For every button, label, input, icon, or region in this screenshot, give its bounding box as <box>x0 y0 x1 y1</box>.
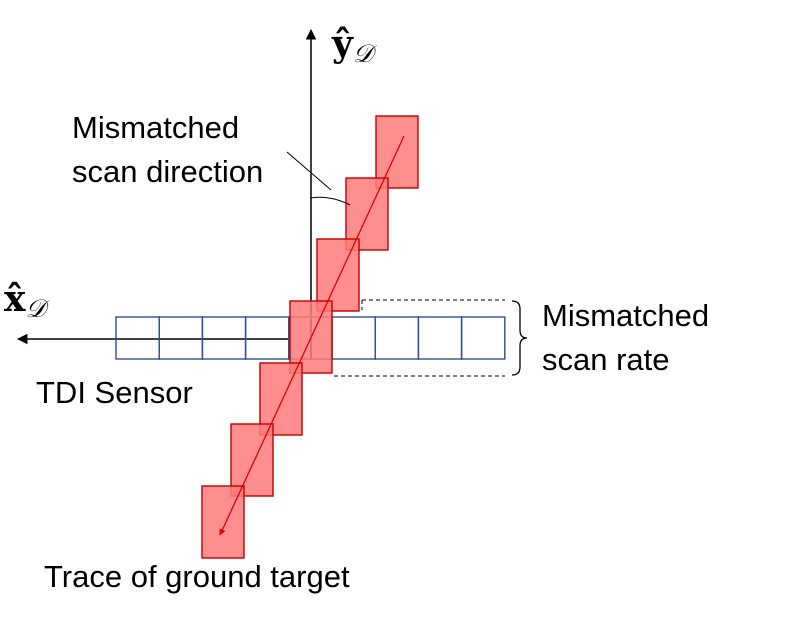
mismatched-rate-dashed-box <box>334 299 505 377</box>
scan-direction-label-line1: Mismatched <box>72 110 239 145</box>
scan-rate-label-line1: Mismatched <box>542 298 709 333</box>
sensor-cell <box>331 316 376 360</box>
target-frame <box>345 177 389 251</box>
trace-label: Trace of ground target <box>44 559 350 594</box>
target-frame <box>259 362 303 436</box>
trace-line <box>219 135 405 536</box>
sensor-cell <box>244 316 290 360</box>
sensor-cell <box>374 316 420 360</box>
sensor-cell <box>417 316 463 360</box>
scan-direction-label-line2: scan direction <box>72 154 263 189</box>
y-axis-label: ŷ𝒟 <box>331 23 378 68</box>
sensor-cell <box>201 316 247 360</box>
mismatch-angle-arc <box>310 196 351 206</box>
sensor-cell <box>115 316 160 360</box>
tdi-sensor-array <box>115 316 506 360</box>
scan-direction-leader <box>286 151 332 191</box>
target-frame <box>316 238 360 312</box>
sensor-cell <box>460 316 506 360</box>
x-axis-label: x̂𝒟 <box>4 278 50 323</box>
scan-rate-brace <box>511 300 528 376</box>
tdi-sensor-label: TDI Sensor <box>36 375 193 410</box>
scan-rate-label-line2: scan rate <box>542 342 670 377</box>
sensor-cell <box>158 316 204 360</box>
